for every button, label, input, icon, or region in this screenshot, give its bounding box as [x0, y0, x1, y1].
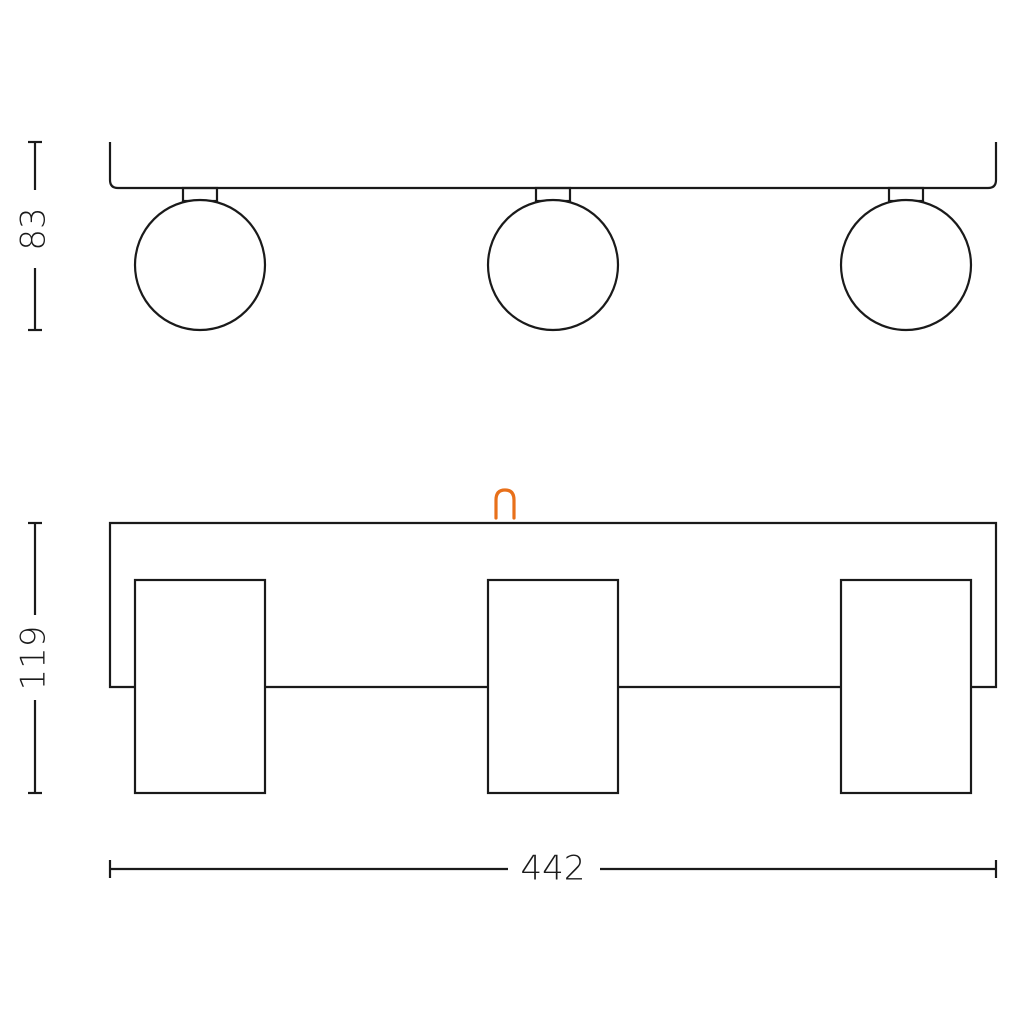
- side-view-head-1: [133, 198, 267, 332]
- side-view: [108, 142, 998, 332]
- side-view-spot-1: [133, 186, 267, 332]
- side-view-head-3: [839, 198, 973, 332]
- accent-marker-icon: [494, 488, 516, 520]
- front-view-spot-1: [133, 578, 267, 795]
- side-view-spot-2: [486, 186, 620, 332]
- side-height-label: 83: [14, 207, 54, 250]
- width-dimension: 442: [108, 849, 998, 889]
- front-view-mount-plate: [108, 521, 998, 689]
- front-height-label: 119: [14, 626, 54, 691]
- front-view: [108, 488, 998, 795]
- front-view-spot-3: [839, 578, 973, 795]
- side-view-mount-bar: [108, 142, 998, 190]
- side-view-spot-3: [839, 186, 973, 332]
- side-view-head-2: [486, 198, 620, 332]
- width-label: 442: [521, 849, 586, 889]
- front-view-spot-2: [486, 578, 620, 795]
- front-height-dimension: 119: [14, 521, 54, 795]
- side-height-dimension: 83: [14, 140, 54, 332]
